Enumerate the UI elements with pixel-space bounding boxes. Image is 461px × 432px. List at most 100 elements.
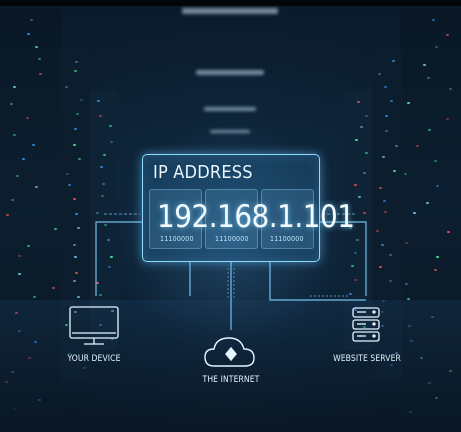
ip-address-title: IP ADDRESS (153, 162, 253, 183)
rack-led (376, 229, 380, 232)
rack-led (73, 256, 77, 259)
rack-led (412, 212, 416, 215)
connector-panel-right (269, 262, 366, 301)
rack-led (380, 243, 384, 246)
rack-led (98, 294, 102, 297)
rack-led (360, 125, 364, 128)
rack-led (72, 198, 76, 201)
rack-led (65, 86, 69, 89)
rack-led (67, 183, 71, 186)
rack-led (382, 156, 386, 159)
rack-led (27, 33, 31, 36)
rack-led (354, 184, 358, 187)
rack-led (18, 272, 22, 275)
rack-led (108, 266, 112, 269)
rack-led (404, 283, 408, 286)
rack-led (383, 85, 387, 88)
rack-led (74, 271, 78, 274)
rack-led (97, 99, 101, 102)
rack-led (389, 280, 393, 283)
rack-led (110, 141, 114, 144)
ip-address-panel: IP ADDRESS 192.168.1.101 11100000 111000… (142, 154, 355, 262)
rack-led (12, 133, 16, 136)
rack-led (102, 153, 106, 156)
rack-led (96, 282, 100, 285)
octet-box (261, 189, 314, 249)
rack-led (10, 102, 14, 105)
rack-led (38, 58, 42, 61)
rack-led (436, 256, 440, 259)
rack-led (79, 98, 83, 101)
rack-led (22, 158, 26, 161)
rack-led (34, 46, 38, 49)
rack-led (432, 19, 436, 22)
rack-led (101, 195, 105, 198)
rack-led (391, 60, 395, 63)
rack-led (99, 166, 103, 169)
rack-led (77, 226, 81, 229)
rack-led (433, 159, 437, 162)
rack-led (53, 227, 57, 230)
rack-led (390, 99, 394, 102)
rack-led (99, 115, 103, 118)
rack-led (446, 34, 450, 37)
rack-led (378, 72, 382, 75)
rack-led (73, 144, 77, 147)
rack-led (76, 112, 80, 115)
rack-led (435, 184, 439, 187)
rack-led (395, 144, 399, 147)
ceiling-light (182, 8, 278, 14)
rack-led (109, 255, 113, 258)
rack-led (404, 172, 407, 175)
rack-led (423, 63, 427, 66)
rack-led (357, 100, 361, 103)
rack-led (406, 297, 410, 300)
rack-led (52, 287, 56, 290)
rack-led (384, 115, 388, 118)
rack-led (445, 117, 449, 120)
rack-led (384, 130, 388, 133)
rack-led (35, 186, 39, 189)
binary-octet: 11100000 (215, 235, 249, 243)
rack-led (382, 199, 386, 202)
rack-led (435, 46, 439, 49)
rack-led (447, 230, 451, 233)
rack-led (73, 128, 77, 131)
rack-led (354, 278, 358, 281)
rack-led (404, 241, 408, 244)
rack-led (73, 243, 77, 246)
rack-led (11, 199, 15, 202)
rack-led (379, 186, 383, 189)
rack-led (6, 214, 10, 217)
rack-led (96, 212, 100, 215)
server-icon (352, 307, 380, 342)
binary-octet: 11100000 (160, 235, 194, 243)
rack-led (406, 102, 410, 105)
octet-box (205, 189, 258, 249)
ceiling-light (196, 70, 264, 75)
internet-label: THE INTERNET (202, 375, 260, 385)
rack-led (77, 296, 81, 299)
rack-led (348, 226, 352, 229)
rack-led (74, 212, 78, 215)
rack-led (350, 265, 354, 267)
rack-led (32, 143, 36, 146)
rack-led (32, 296, 36, 299)
rack-led (17, 255, 21, 258)
rack-led (383, 210, 387, 213)
rack-led (349, 292, 353, 295)
ip-address-value: 192.168.1.101 (157, 199, 355, 235)
rack-led (434, 268, 438, 271)
rack-led (358, 195, 362, 198)
connector-device (95, 221, 142, 296)
rack-led (356, 238, 360, 241)
rack-led (363, 212, 367, 215)
rack-led (362, 171, 366, 174)
rack-led (16, 175, 20, 178)
rack-led (78, 157, 82, 160)
rack-led (102, 183, 106, 186)
cloud-icon (204, 337, 255, 367)
rack-led (73, 70, 77, 73)
rack-led (38, 72, 42, 75)
